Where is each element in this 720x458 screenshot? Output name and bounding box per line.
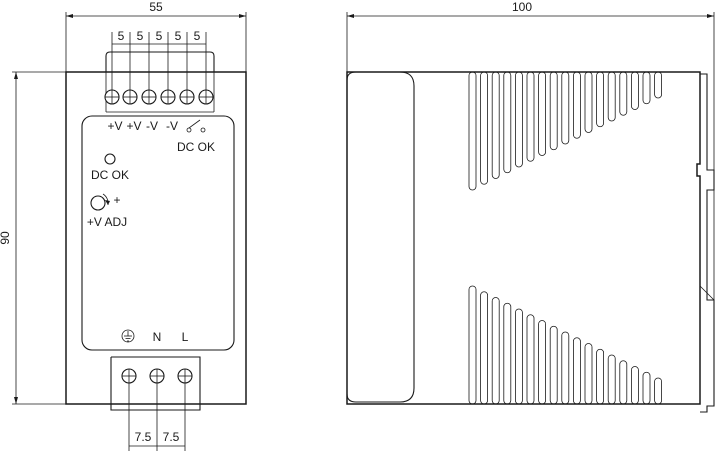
upper-vent-slots	[468, 71, 662, 191]
vent-slot	[561, 71, 570, 145]
in-pitch-text-1: 7.5	[135, 430, 152, 444]
vent-slot	[491, 71, 500, 179]
height-arrow-top	[14, 72, 18, 79]
label-minus-v-1: -V	[146, 119, 158, 133]
vent-slot	[642, 371, 651, 405]
label-plus-v-1: +V	[107, 119, 122, 133]
vent-slot	[468, 71, 477, 191]
potentiometer-icon	[90, 193, 110, 211]
terminal-screw-icon	[179, 89, 195, 105]
terminal-screw-icon	[160, 89, 176, 105]
adj-label: +V ADJ	[87, 215, 127, 229]
vent-slot	[584, 71, 593, 133]
height-dim-text: 90	[0, 231, 12, 245]
depth-arrow-left	[347, 14, 354, 18]
lower-terminal-housing-top	[111, 356, 201, 404]
din-rail-clip	[700, 73, 715, 413]
terminal-screw-icon	[104, 89, 120, 105]
terminal-pitch-dimensions: 5 5 5 5 5	[111, 29, 207, 92]
vent-slot	[607, 354, 616, 405]
terminal-screw-icon	[177, 368, 193, 384]
vent-slot	[538, 320, 546, 405]
vent-slot	[654, 377, 662, 405]
vent-slot	[503, 302, 512, 405]
front-view: 55 90 5 5 5 5 5	[0, 0, 247, 451]
vent-slot	[468, 285, 477, 405]
width-arrow-right	[239, 14, 246, 18]
vent-slot	[573, 337, 581, 405]
vent-slot	[573, 71, 581, 139]
vent-slot	[549, 71, 558, 151]
lower-vent-slots	[468, 285, 662, 405]
depth-arrow-right	[707, 14, 714, 18]
vent-slot	[491, 297, 500, 405]
vent-slot	[480, 71, 489, 185]
label-panel	[81, 115, 235, 351]
in-pitch-text-2: 7.5	[163, 430, 180, 444]
vent-slot	[584, 343, 593, 405]
pitch-text-2: 5	[137, 29, 144, 43]
front-housing	[65, 71, 247, 405]
pitch-text-1: 5	[118, 29, 125, 43]
lower-terminal-housing-bottom	[110, 404, 201, 411]
pitch-text-3: 5	[156, 29, 163, 43]
label-plus-v-2: +V	[126, 119, 141, 133]
terminal-screw-icon	[149, 368, 165, 384]
vent-slot	[561, 331, 570, 405]
height-arrow-bottom	[14, 397, 18, 404]
vent-slot	[642, 71, 651, 105]
pitch-text-4: 5	[175, 29, 182, 43]
vent-slot	[596, 71, 604, 128]
side-housing	[346, 71, 701, 405]
dc-ok-led-icon	[104, 153, 116, 165]
vent-slot	[607, 71, 616, 122]
input-label-l: L	[182, 330, 189, 344]
relay-contact-icon	[186, 119, 206, 133]
upper-terminal-screws	[104, 89, 214, 105]
input-pitch-dimensions: 7.5 7.5	[128, 383, 186, 451]
vent-slot	[515, 308, 523, 405]
vent-slot	[526, 314, 535, 405]
front-cover-outline	[346, 71, 415, 403]
terminal-screw-icon	[122, 89, 138, 105]
upper-terminal-housing	[105, 51, 215, 72]
vent-slot	[631, 366, 639, 405]
pitch-text-5: 5	[194, 29, 201, 43]
vent-slot	[538, 71, 546, 156]
terminal-screw-icon	[121, 368, 137, 384]
vent-slot	[503, 71, 512, 174]
vent-slot	[480, 291, 489, 405]
vent-slot	[619, 71, 628, 116]
vent-slot	[654, 71, 662, 99]
lower-terminal-screws	[121, 368, 193, 384]
vent-slot	[549, 325, 558, 405]
vent-slot	[631, 71, 639, 110]
dc-ok-relay-label: DC OK	[177, 140, 215, 154]
vent-slot	[619, 360, 628, 405]
vent-slot	[515, 71, 523, 168]
vent-slot	[526, 71, 535, 162]
depth-dim-text: 100	[512, 0, 532, 14]
din-rail-clip-edge	[699, 285, 715, 301]
label-minus-v-2: -V	[166, 119, 178, 133]
adj-plus-label: +	[113, 193, 120, 207]
ground-icon	[121, 329, 135, 343]
side-view: 100	[346, 0, 715, 413]
terminal-screw-icon	[198, 89, 214, 105]
width-arrow-left	[66, 14, 73, 18]
dc-ok-led-label: DC OK	[91, 168, 129, 182]
width-dim-text: 55	[149, 0, 163, 14]
terminal-screw-icon	[141, 89, 157, 105]
input-label-n: N	[153, 330, 162, 344]
vent-slot	[596, 348, 604, 405]
